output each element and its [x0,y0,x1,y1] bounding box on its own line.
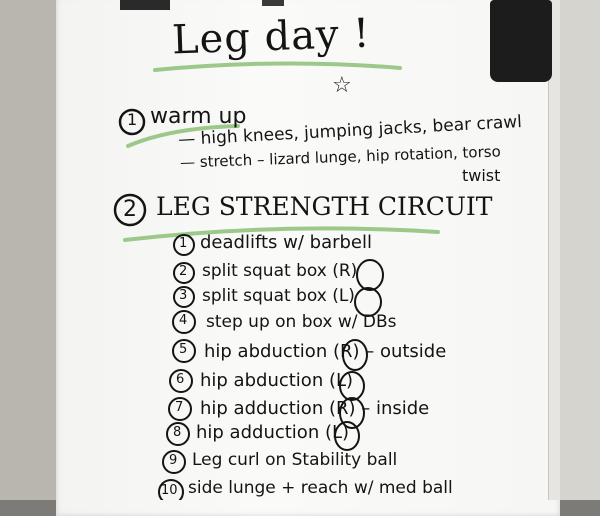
board-clip-middle [262,0,284,6]
side-circle-5 [342,339,368,371]
item-10-number: 10 [161,483,178,498]
circuit-number: 2 [123,197,137,222]
warmup-number-circle [118,108,146,136]
page-title: Leg day ! [171,10,372,64]
side-circle-2 [356,259,384,291]
star-icon: ☆ [332,73,352,98]
warmup-heading: warm up [150,104,247,129]
item-circle-5 [172,339,196,363]
item-1-number: 1 [179,236,188,251]
board-clip-left [120,0,170,10]
item-2-text: split squat box (R) [202,261,358,281]
item-9-number: 9 [169,453,178,468]
item-1-text: deadlifts w/ barbell [200,232,373,253]
item-5-text: hip abduction (R) – outside [204,341,447,362]
item-circle-2 [173,262,195,284]
item-10-text: side lunge + reach w/ med ball [188,478,453,498]
circuit-number-circle [113,193,147,227]
eraser-clip [490,0,552,82]
item-circle-8 [166,422,190,446]
background-wall-left [0,0,58,500]
item-circle-6 [169,369,193,393]
item-7-text: hip adduction (R) – inside [200,398,430,419]
item-2-number: 2 [179,264,188,279]
item-7-number: 7 [175,400,184,415]
warmup-underline [126,124,240,148]
item-3-number: 3 [179,288,188,303]
side-circle-6 [339,371,365,401]
item-circle-3 [173,286,195,308]
whiteboard [56,0,560,516]
whiteboard-edge [548,0,559,500]
item-4-number: 4 [179,313,188,328]
circuit-heading: LEG STRENGTH CIRCUIT [156,192,493,221]
title-underline [153,61,402,72]
side-circle-3 [354,287,382,317]
item-9-text: Leg curl on Stability ball [192,450,398,470]
item-4-text: step up on box w/ DBs [206,312,397,332]
side-circle-8 [334,421,360,451]
circuit-underline [123,226,440,242]
item-circle-4 [172,310,196,334]
item-circle-9 [162,450,186,474]
item-5-number: 5 [179,342,188,357]
item-circle-10 [158,479,184,500]
background-wall-right [556,0,600,500]
side-circle-7 [339,397,365,429]
item-6-text: hip abduction (L) [200,370,354,391]
warmup-line-3: twist [462,166,501,185]
item-8-text: hip adduction (L) [196,422,350,443]
item-circle-7 [168,397,192,421]
warmup-number: 1 [127,110,138,129]
marker-strokes: ☆ [113,61,440,500]
item-3-text: split squat box (L) [202,286,355,306]
item-8-number: 8 [173,425,182,440]
item-6-number: 6 [176,372,185,387]
item-circle-1 [173,234,195,256]
